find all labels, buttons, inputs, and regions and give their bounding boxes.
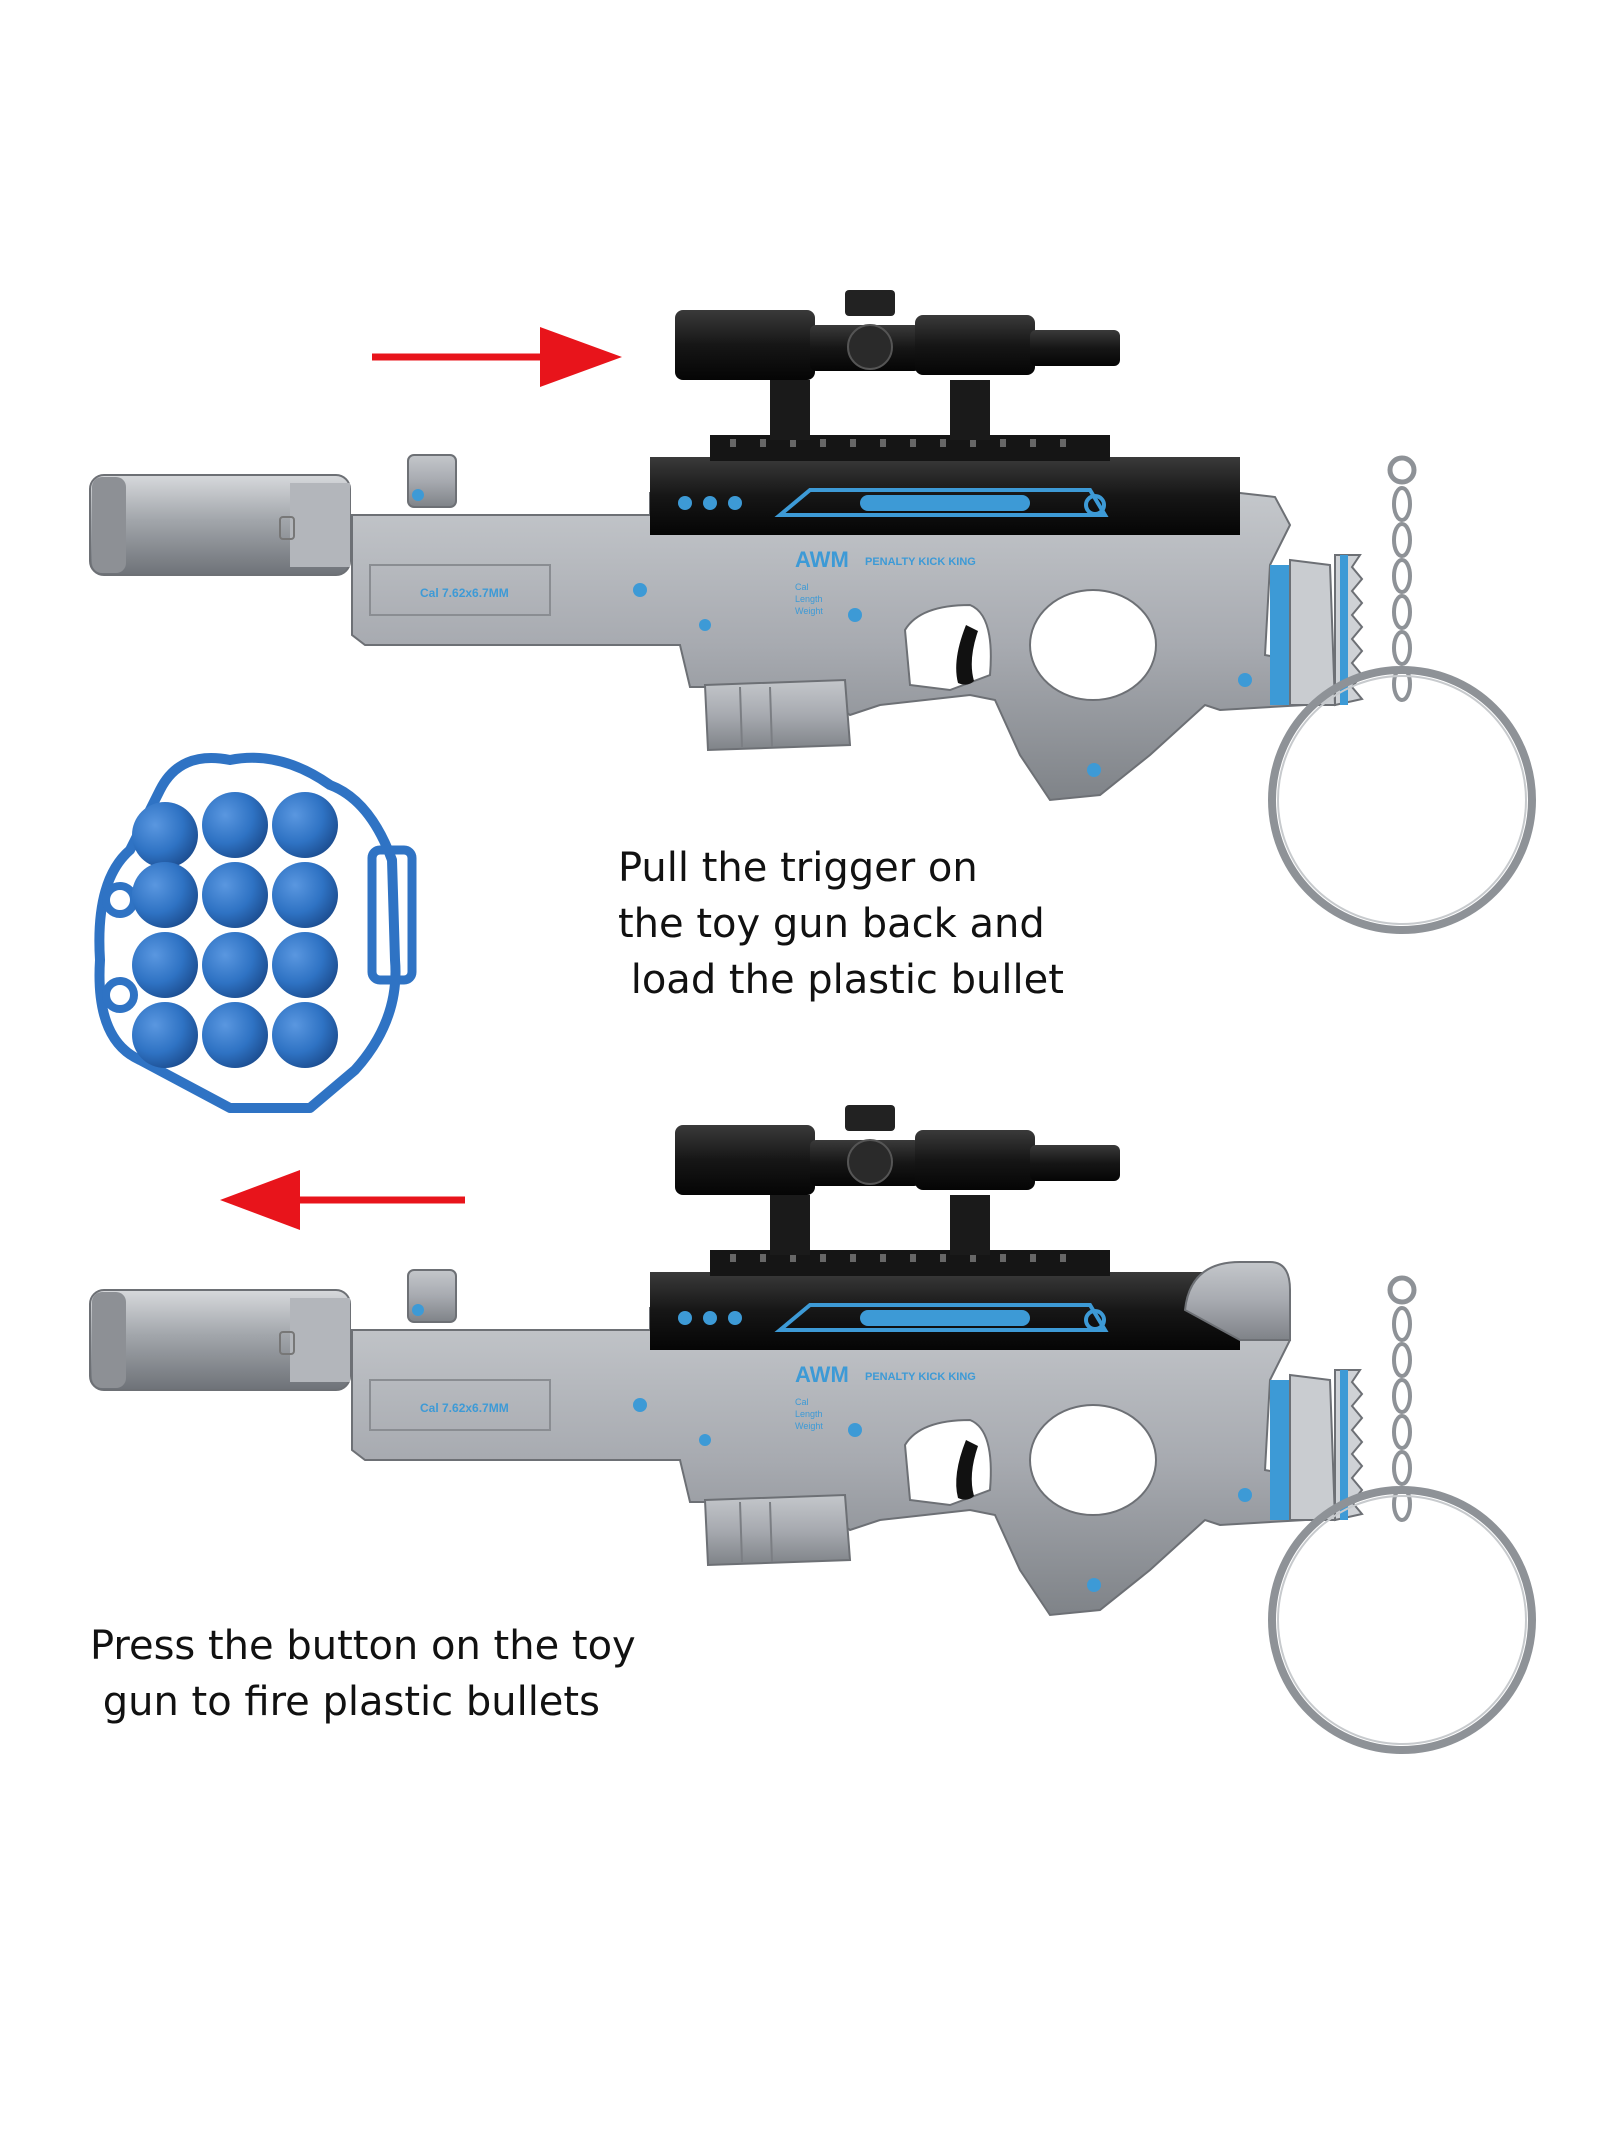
gun-spec-label-length: Length xyxy=(795,1409,823,1419)
gun-model-label: AWM xyxy=(795,547,849,572)
arrow-left-icon xyxy=(220,1170,465,1230)
gun-spec-label-length: Length xyxy=(795,594,823,604)
toy-gun-bottom: AWM PENALTY KICK KING Cal 7.62x6.7MM Cal… xyxy=(88,1103,1364,1617)
step-2-line-1: Press the button on the toy xyxy=(90,1623,636,1669)
step-2-line-2: gun to fire plastic bullets xyxy=(90,1679,600,1725)
bullet-pack-icon xyxy=(94,752,417,1113)
gun-caliber-label: Cal 7.62x6.7MM xyxy=(420,586,509,600)
gun-spec-label-cal: Cal xyxy=(795,1397,809,1407)
step-1-line-3: load the plastic bullet xyxy=(618,957,1064,1003)
gun-spec-label-weight: Weight xyxy=(795,1421,823,1431)
step-2-instruction: Press the button on the toy gun to fire … xyxy=(90,1618,636,1730)
gun-badge-label: PENALTY KICK KING xyxy=(865,556,976,568)
gun-caliber-label: Cal 7.62x6.7MM xyxy=(420,1401,509,1415)
step-1-line-1: Pull the trigger on xyxy=(618,845,978,891)
gun-model-label: AWM xyxy=(795,1362,849,1387)
toy-gun-top: AWM PENALTY KICK KING Cal 7.62x6.7MM Cal… xyxy=(88,288,1364,802)
gun-spec-label-cal: Cal xyxy=(795,582,809,592)
step-1-line-2: the toy gun back and xyxy=(618,901,1045,947)
step-1-instruction: Pull the trigger on the toy gun back and… xyxy=(618,840,1064,1008)
gun-spec-label-weight: Weight xyxy=(795,606,823,616)
gun-badge-label: PENALTY KICK KING xyxy=(865,1371,976,1383)
arrow-right-icon xyxy=(372,327,622,387)
